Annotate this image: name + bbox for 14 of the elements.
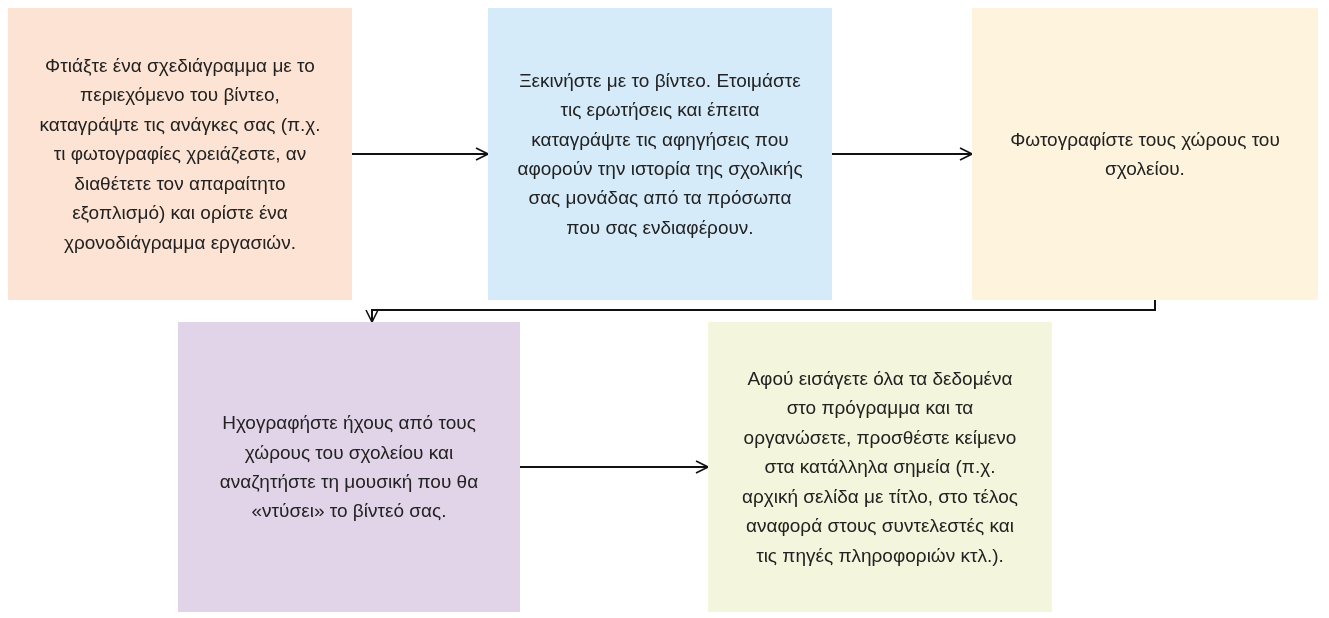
process-box [972, 8, 1318, 300]
step-text: Αφού εισάγετε όλα τα δεδομένα στο πρόγραμμα και τα οργανώσετε, προσθέστε κείμενο στα κατάλληλα σημεία (π.χ. αρχική σελίδα με τίτλο, στο τέλος αναφορά στους συντελεστές και τις πηγές πληροφοριών κτλ.). [740, 366, 1020, 568]
arrow [365, 299, 1156, 323]
process-box [178, 322, 520, 612]
arrow [831, 147, 973, 161]
step-text: Ξεκινήστε με το βίντεο. Ετοιμάστε τις ερωτήσεις και έπειτα καταγράψτε τις αφηγήσεις που αφορούν την ιστορία της σχολικής σας μονάδας από τα πρόσωπα που σας ενδιαφέρουν. [516, 68, 804, 240]
arrow [351, 147, 489, 161]
step-text: Φωτογραφίστε τους χώρους του σχολείου. [1009, 127, 1281, 181]
process-box [708, 322, 1052, 612]
arrow [519, 460, 709, 474]
process-box [8, 8, 352, 300]
step-text: Φτιάξτε ένα σχεδιάγραμμα με το περιεχόμενο του βίντεο, καταγράψτε τις ανάγκες σας (π.χ. τι φωτογραφίες χρειάζεστε, αν διαθέτετε τον απαραίτητο εξοπλισμό) και ορίστε ένα χρονοδιάγραμμα εργασιών. [38, 53, 322, 255]
step-text: Ηχογραφήστε ήχους από τους χώρους του σχολείου και αναζητήστε τη μουσική που θα «ντύσει» το βίντεό σας. [218, 411, 480, 524]
process-box [488, 8, 832, 300]
